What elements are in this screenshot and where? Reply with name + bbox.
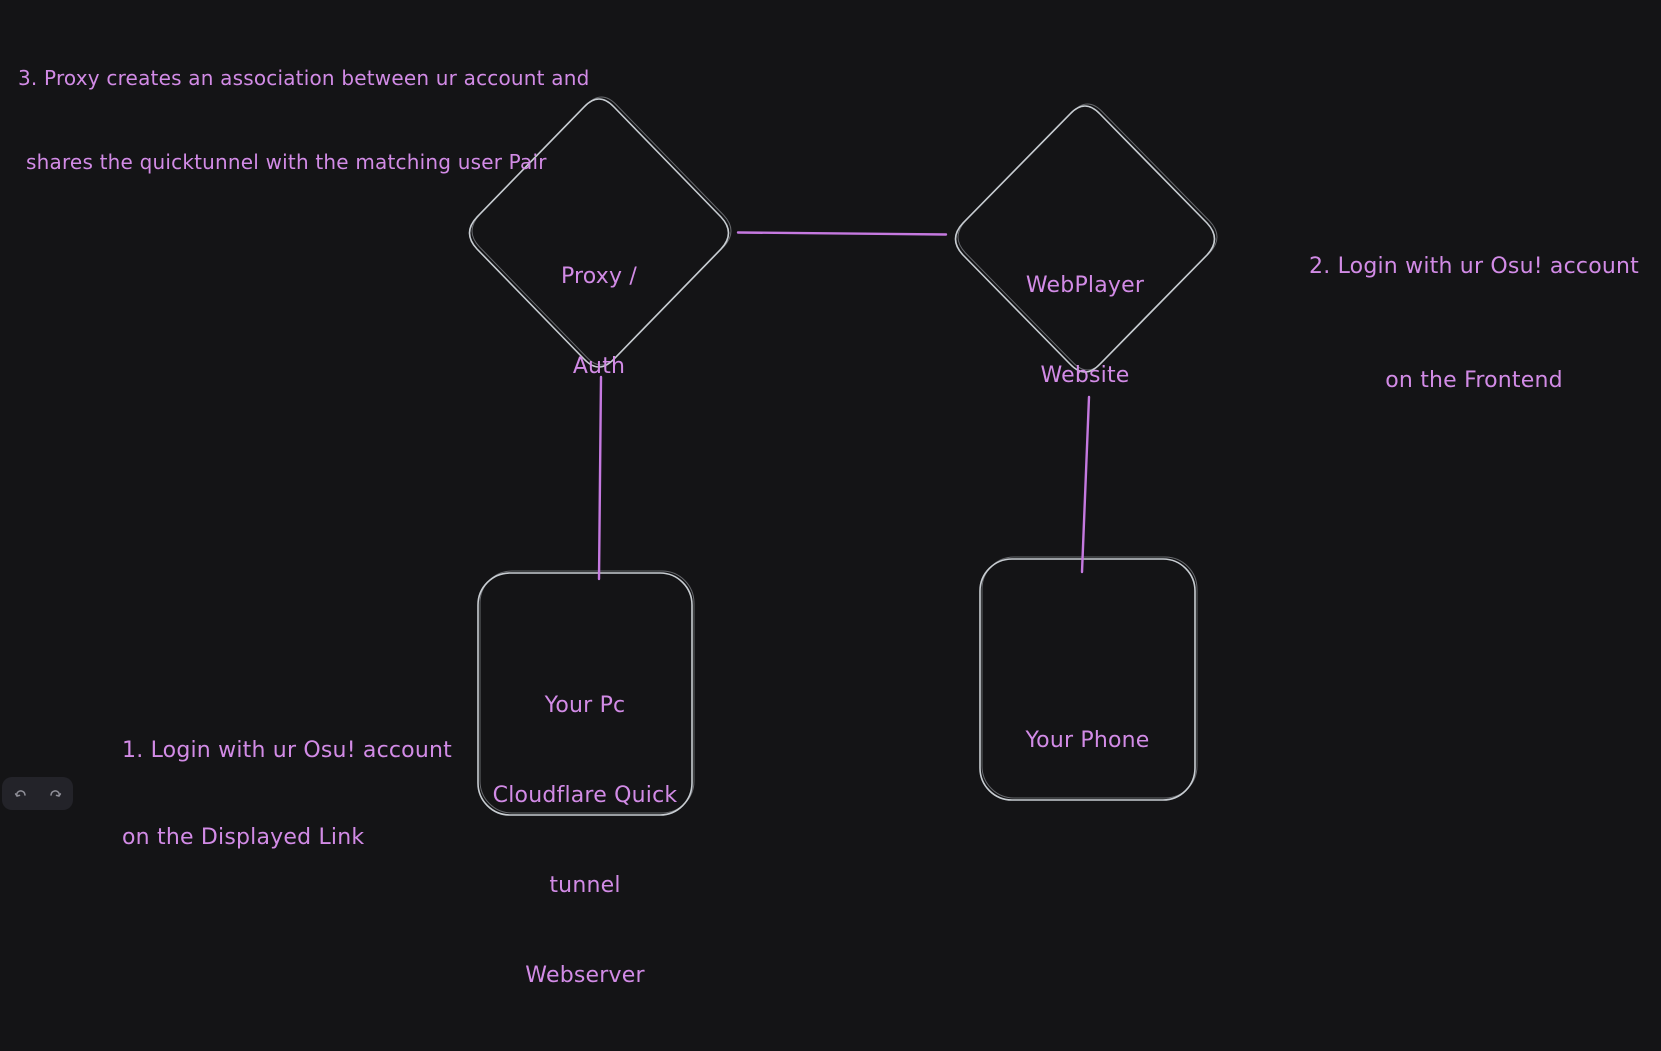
connector-proxy-to-pc[interactable] [597, 375, 603, 581]
proxy-auth-label-line-2: Auth [572, 354, 626, 379]
undo-icon [14, 789, 26, 797]
proxy-auth-label: Proxy / Auth [462, 202, 736, 442]
undo-redo-island [2, 777, 73, 810]
whiteboard-canvas[interactable]: 3. Proxy creates an association between … [0, 0, 1661, 988]
webplayer-diamond[interactable] [954, 105, 1216, 373]
annotation-step-1[interactable]: 1. Login with ur Osu! account on the Dis… [122, 678, 452, 910]
proxy-auth-label-line-1: Proxy / [560, 264, 638, 289]
diagram-scene [468, 96, 1218, 816]
pc-webserver-label-line-2: Cloudflare Quick [492, 783, 678, 808]
annotation-step-3[interactable]: 3. Proxy creates an association between … [18, 8, 590, 232]
pc-webserver-rect-echo [479, 570, 695, 814]
phone-rect-echo [981, 556, 1198, 799]
webplayer-label-line-2: Website [1040, 363, 1130, 388]
phone-label-line-1: Your Phone [1025, 728, 1150, 753]
phone-rect[interactable] [979, 558, 1196, 801]
phone-label: Your Phone [980, 666, 1195, 816]
connector-webplayer-to-phone[interactable] [1080, 395, 1091, 574]
pc-webserver-label: Your Pc Cloudflare Quick tunnel Webserve… [478, 631, 692, 1051]
proxy-auth-diamond[interactable] [468, 98, 730, 368]
annotation-step-2[interactable]: 2. Login with ur Osu! account on the Fro… [1300, 172, 1648, 476]
webplayer-label-line-1: WebPlayer [1025, 273, 1145, 298]
annotation-step-1-line-1: 1. Login with ur Osu! account [122, 738, 452, 763]
annotation-step-3-line-2: shares the quicktunnel with the matching… [26, 150, 547, 174]
redo-button[interactable] [42, 782, 68, 806]
undo-button[interactable] [8, 782, 34, 806]
annotation-step-2-line-1: 2. Login with ur Osu! account [1309, 254, 1639, 279]
pc-webserver-label-line-4: Webserver [525, 963, 645, 988]
pc-webserver-label-line-1: Your Pc [544, 693, 626, 718]
webplayer-label: WebPlayer Website [948, 211, 1222, 451]
connector-proxy-to-webplayer[interactable] [736, 231, 948, 236]
pc-webserver-rect[interactable] [477, 572, 693, 816]
annotation-step-1-line-2: on the Displayed Link [122, 825, 365, 850]
annotation-step-3-line-1: 3. Proxy creates an association between … [18, 66, 590, 90]
redo-icon [49, 789, 61, 797]
pc-webserver-label-line-3: tunnel [549, 873, 621, 898]
annotation-step-2-line-2: on the Frontend [1385, 368, 1563, 393]
